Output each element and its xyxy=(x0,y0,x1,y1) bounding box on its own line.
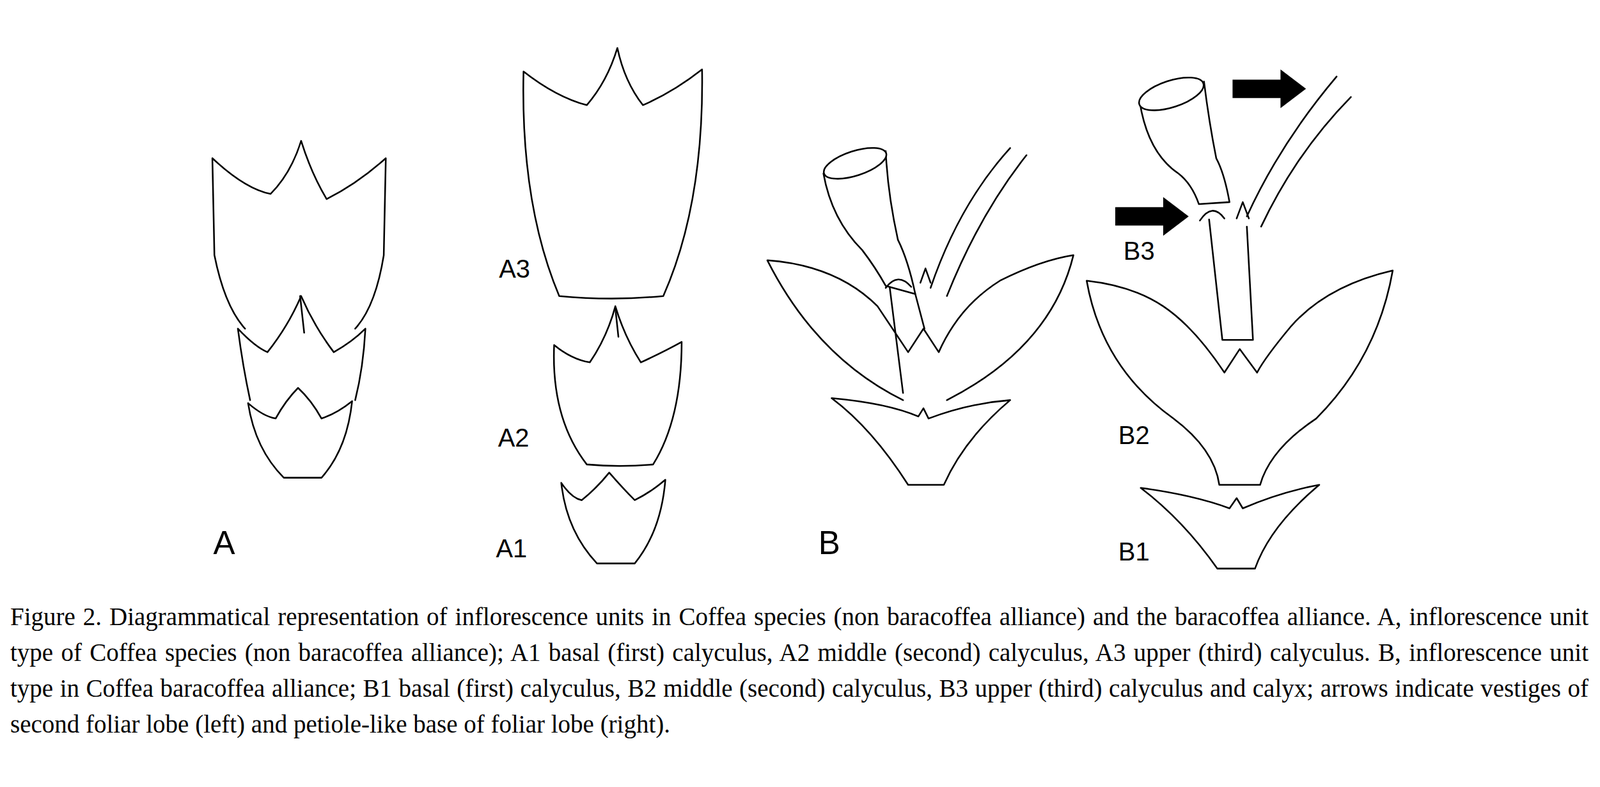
stalk xyxy=(1209,219,1254,340)
calyculus-outline xyxy=(553,306,682,467)
pointer-arrow xyxy=(1232,69,1306,109)
figure-label: B1 xyxy=(1118,539,1150,565)
petiole xyxy=(1247,76,1352,228)
figure-label: B3 xyxy=(1123,238,1155,265)
figure-label: A2 xyxy=(498,425,530,451)
figure-label: A xyxy=(212,526,235,559)
calyculus-slit xyxy=(299,296,304,333)
stalk xyxy=(889,287,925,393)
calyculus-outline xyxy=(248,387,353,478)
calyculus-slit xyxy=(615,308,619,338)
calyculus-outline xyxy=(561,472,666,564)
calyculus-outline xyxy=(767,255,1074,401)
figure-label: A3 xyxy=(498,256,531,283)
pointer-arrow xyxy=(1115,196,1189,236)
figure-label: B2 xyxy=(1118,422,1150,449)
vestige xyxy=(1199,202,1249,221)
calyx-rim xyxy=(820,141,891,185)
calyx-rim xyxy=(1135,70,1208,118)
calyculus-outline xyxy=(1086,270,1393,485)
petiole xyxy=(930,147,1027,296)
calyculus-outline xyxy=(831,397,1010,485)
calyculus-outline xyxy=(523,47,703,299)
figure-label: A1 xyxy=(495,535,527,562)
figure-caption: Figure 2. Diagrammatical representation … xyxy=(10,598,1589,742)
figure-label: B xyxy=(818,526,841,559)
vestige xyxy=(885,268,931,288)
calyculus-outline xyxy=(237,296,366,401)
calyculus-outline xyxy=(1140,484,1320,569)
